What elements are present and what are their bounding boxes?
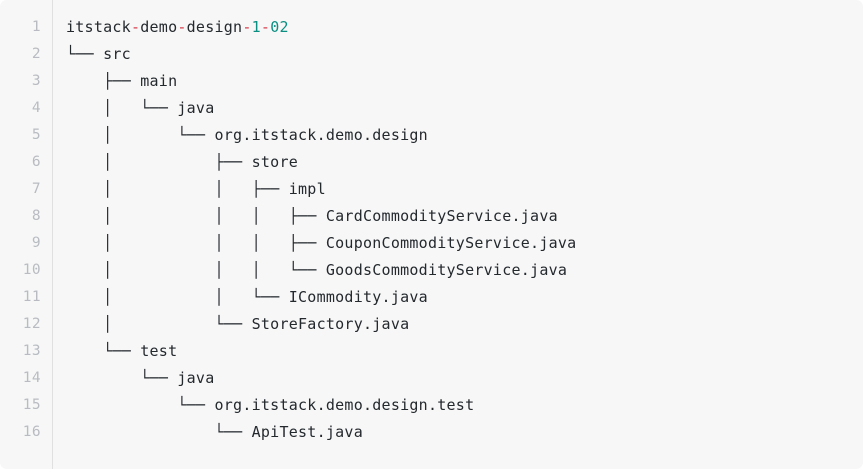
code-line: └── org.itstack.demo.design.test bbox=[66, 396, 475, 414]
line-number: 10 bbox=[22, 262, 41, 278]
line-number: 1 bbox=[31, 19, 41, 35]
code-token-operator: - bbox=[177, 18, 187, 36]
line-number-gutter: 1 2 3 4 5 6 7 8 9 10 11 12 13 14 15 16 bbox=[0, 0, 53, 469]
line-number: 13 bbox=[22, 343, 41, 359]
code-line: │ │ │ ├── CardCommodityService.java bbox=[66, 207, 558, 225]
line-number: 7 bbox=[31, 181, 41, 197]
line-number: 16 bbox=[22, 424, 41, 440]
line-number: 8 bbox=[31, 208, 41, 224]
code-line: └── test bbox=[66, 342, 178, 360]
code-token-operator: - bbox=[242, 18, 252, 36]
code-token-number: 1 bbox=[251, 18, 261, 36]
line-number: 9 bbox=[31, 235, 41, 251]
code-line: │ │ └── ICommodity.java bbox=[66, 288, 428, 306]
line-number: 14 bbox=[22, 370, 41, 386]
code-line: │ │ │ ├── CouponCommodityService.java bbox=[66, 234, 577, 252]
line-number: 12 bbox=[22, 316, 41, 332]
code-line: │ └── java bbox=[66, 99, 215, 117]
code-line: └── java bbox=[66, 369, 215, 387]
line-number: 3 bbox=[31, 73, 41, 89]
line-number: 15 bbox=[22, 397, 41, 413]
code-token-operator: - bbox=[260, 18, 271, 36]
code-token-number: 02 bbox=[270, 18, 289, 36]
line-number: 2 bbox=[31, 46, 41, 62]
code-content[interactable]: itstack-demo-design-1-02 └── src ├── mai… bbox=[53, 0, 863, 446]
code-token-text: demo bbox=[140, 18, 178, 36]
code-token-operator: - bbox=[130, 18, 141, 36]
code-line: │ │ │ └── GoodsCommodityService.java bbox=[66, 261, 568, 279]
code-token-text: itstack bbox=[66, 18, 131, 36]
line-number: 5 bbox=[31, 127, 41, 143]
code-line: ├── main bbox=[66, 72, 178, 90]
code-line: │ └── org.itstack.demo.design bbox=[66, 126, 428, 144]
code-token-text: design bbox=[186, 18, 243, 36]
code-line: │ └── StoreFactory.java bbox=[66, 315, 410, 333]
line-number: 4 bbox=[31, 100, 41, 116]
code-line: └── src bbox=[66, 45, 131, 63]
code-line-title: itstack-demo-design-1-02 bbox=[66, 14, 863, 41]
code-line: │ │ ├── impl bbox=[66, 180, 326, 198]
line-number: 11 bbox=[22, 289, 41, 305]
line-number: 6 bbox=[31, 154, 41, 170]
code-line: │ ├── store bbox=[66, 153, 299, 171]
code-line: └── ApiTest.java bbox=[66, 423, 363, 441]
